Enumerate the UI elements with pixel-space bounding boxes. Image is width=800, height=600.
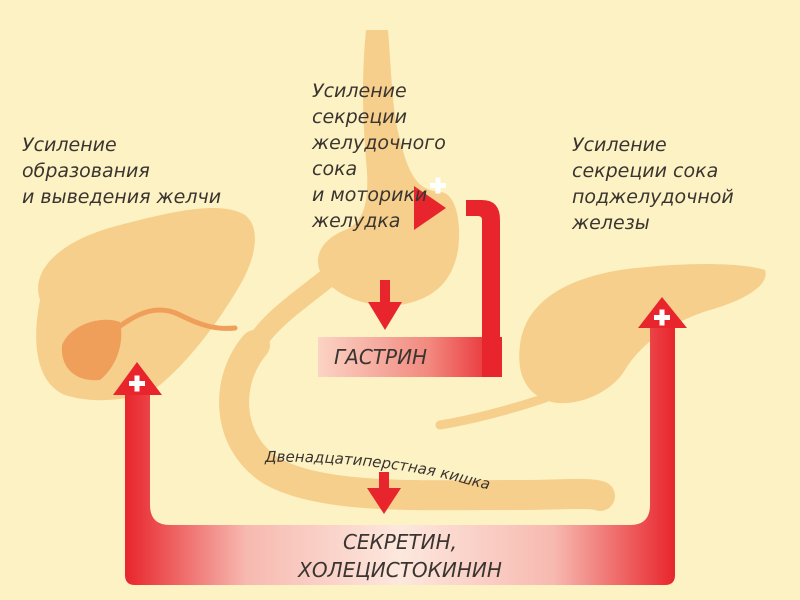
gallbladder [61,319,122,381]
pancreatic-duct [435,393,550,430]
duodenum [219,330,615,511]
liver-caption: Усиление образования и выведения желчи [22,134,222,208]
pancreas-caption: Усиление секреции сока поджелудочной жел… [572,134,734,234]
plus-marker-pancreas [654,309,670,326]
liver [36,208,255,401]
secretin-label: СЕКРЕТИН, ХОЛЕЦИСТОКИНИН [298,530,502,582]
plus-marker-liver [129,375,145,392]
duodenum-to-secretin-arrow [367,472,401,514]
gastrin-arrowhead [414,186,446,230]
plus-marker-stomach [430,177,446,194]
stomach-caption: Усиление секреции желудочного сока и мот… [312,80,446,232]
gastrin-label: ГАСТРИН [334,345,428,369]
bile-duct [112,307,238,333]
gastrin-pathway [318,186,502,377]
secretin-bar [125,325,675,585]
gastrin-bar [318,337,502,377]
stomach-to-gastrin-arrow [368,280,402,330]
gastrin-feedback-arrow [466,200,500,377]
pancreas [435,264,766,430]
